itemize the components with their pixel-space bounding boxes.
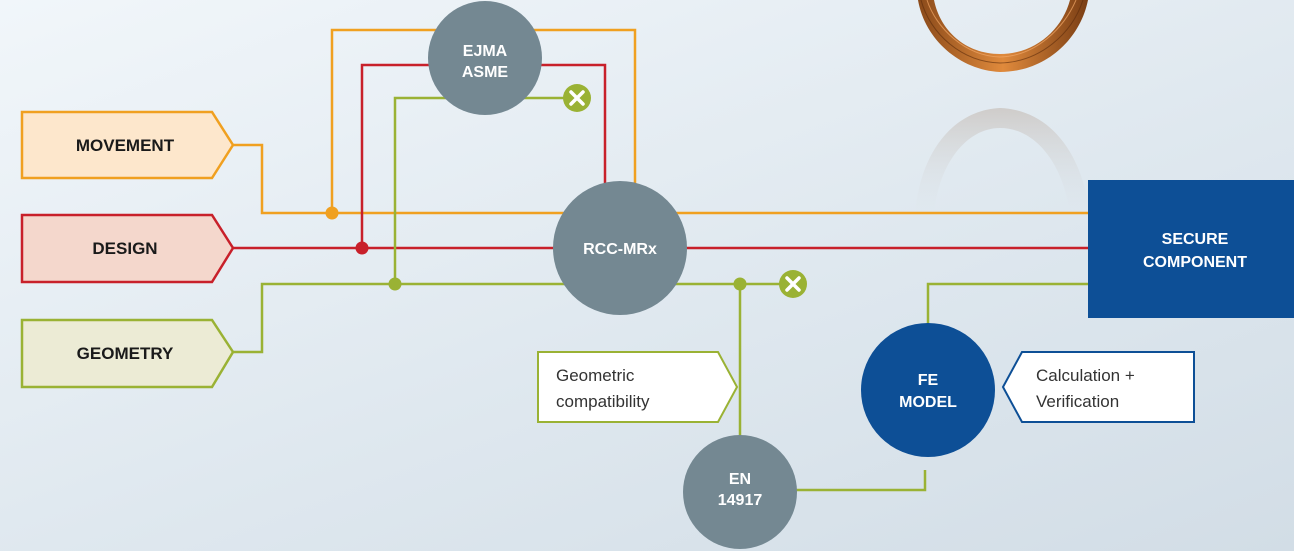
junction-dots: [325, 206, 747, 291]
geometry-junction-dot: [388, 277, 402, 291]
rcc-mrx-label: RCC-MRx: [583, 241, 657, 258]
component-label: COMPONENT: [1143, 254, 1247, 271]
calculation-note-line2: Verification: [1036, 392, 1119, 411]
input-geometry: GEOMETRY: [20, 318, 235, 389]
geometric-note-line1: Geometric: [556, 366, 635, 385]
geometry-junction-dot: [733, 277, 747, 291]
secure-label: SECURE: [1162, 231, 1229, 248]
input-movement: MOVEMENT: [20, 110, 235, 180]
x-circle-icon: [563, 84, 591, 112]
note-geometric-compatibility: Geometric compatibility: [537, 351, 739, 423]
input-movement-label: MOVEMENT: [76, 136, 175, 155]
standard-en-14917: EN 14917: [683, 435, 797, 549]
input-design: DESIGN: [20, 213, 235, 284]
asme-label: ASME: [462, 64, 509, 81]
movement-junction-dot: [325, 206, 339, 220]
secure-component-box: SECURE COMPONENT: [1088, 180, 1294, 318]
input-design-label: DESIGN: [92, 239, 157, 258]
geometric-note-line2: compatibility: [556, 392, 650, 411]
en-label: EN: [729, 471, 751, 488]
ejma-label: EJMA: [463, 43, 508, 60]
standard-ejma-asme: EJMA ASME: [428, 1, 542, 115]
standard-rcc-mrx: RCC-MRx: [553, 181, 687, 315]
design-junction-dot: [355, 241, 369, 255]
en-number-label: 14917: [718, 492, 763, 509]
fe-model-circle: FE MODEL: [861, 323, 995, 457]
calculation-note-line1: Calculation +: [1036, 366, 1135, 385]
fe-label: FE: [918, 372, 939, 389]
x-circle-icon: [779, 270, 807, 298]
model-label: MODEL: [899, 394, 957, 411]
input-geometry-label: GEOMETRY: [77, 344, 174, 363]
bellows-coil-image: [915, 0, 1090, 215]
note-calculation-verification: Calculation + Verification: [1001, 351, 1195, 423]
